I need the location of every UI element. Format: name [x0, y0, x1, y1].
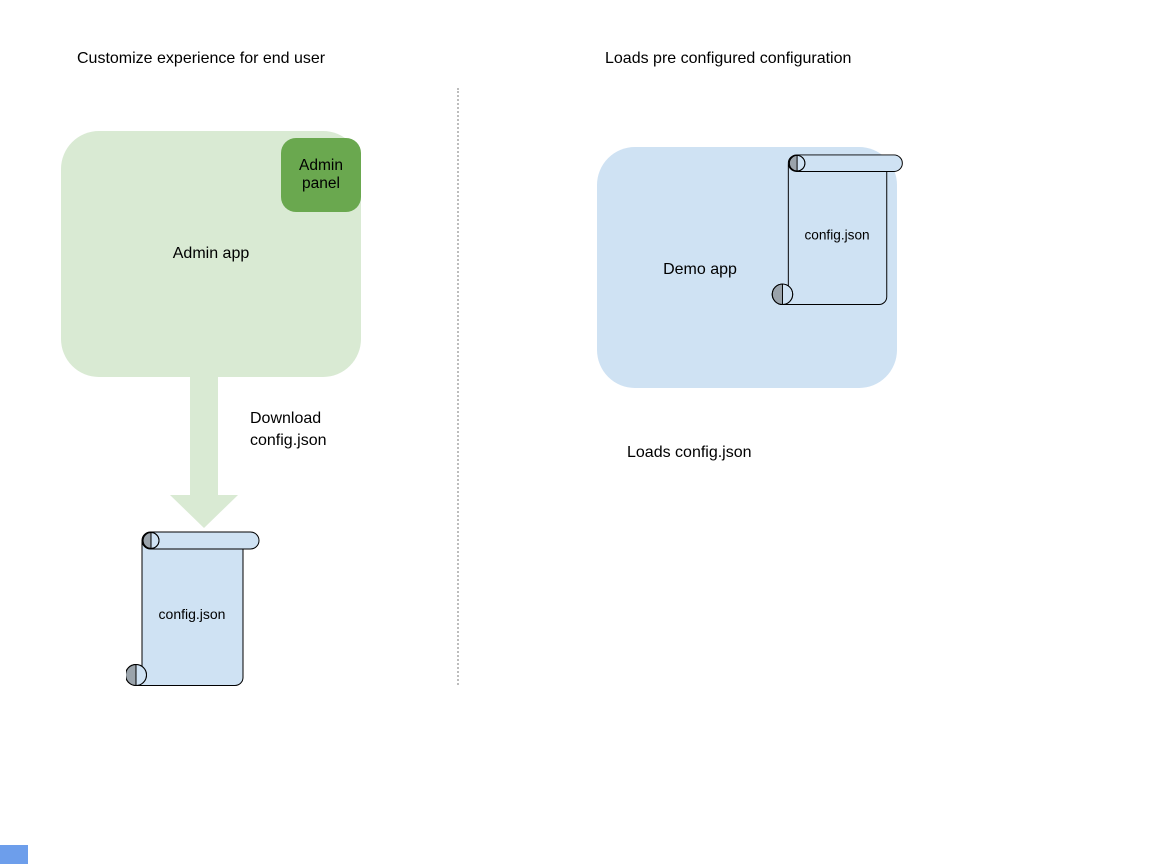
download-caption-line1: Download [250, 410, 322, 427]
section-divider [457, 88, 459, 685]
right-section-title: Loads pre configured configuration [605, 50, 852, 67]
download-arrow-icon [165, 377, 243, 529]
download-caption-line2: config.json [250, 432, 327, 449]
left-section-title: Customize experience for end user [77, 50, 326, 67]
config-file-label: config.json [159, 606, 226, 622]
download-caption: Download config.json [250, 408, 327, 452]
admin-app-label: Admin app [172, 245, 250, 262]
config-file-label: config.json [804, 228, 869, 243]
corner-marker [0, 845, 28, 864]
admin-panel-box: Admin panel [281, 138, 361, 212]
config-file-scroll: config.json [770, 153, 908, 306]
config-file-scroll: config.json [126, 530, 262, 687]
scroll-icon: config.json [771, 154, 903, 306]
scroll-icon: config.json [126, 531, 260, 687]
loads-config-caption: Loads config.json [627, 444, 752, 461]
admin-panel-label: Admin panel [299, 157, 343, 192]
demo-app-label: Demo app [663, 261, 737, 278]
